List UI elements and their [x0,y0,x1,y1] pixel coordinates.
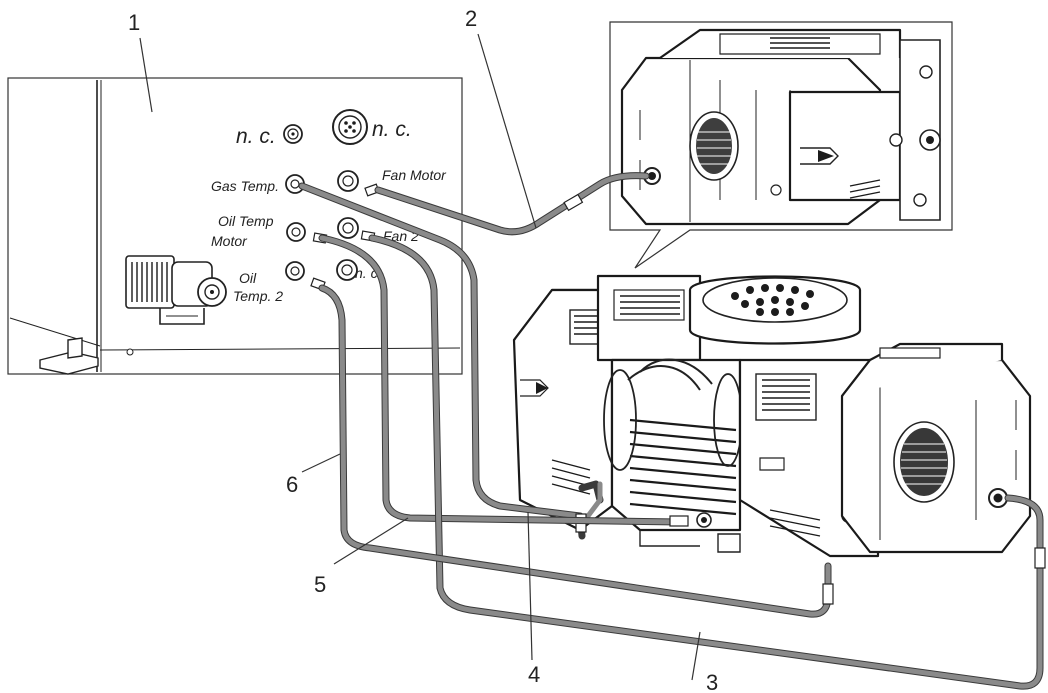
callout-3: 3 [706,670,718,693]
plug-icon [563,193,584,212]
label-nc-top-left: n. c. [236,125,276,148]
cables [298,172,1046,690]
motor-icon [125,255,227,325]
socket-nc-top-left [283,124,303,144]
socket-gas-temp [285,174,305,194]
callout-6: 6 [286,472,298,497]
label-oil-temp-2-line1: Oil [239,270,257,286]
callout-1: 1 [128,10,140,35]
label-gas-temp: Gas Temp. [211,178,279,194]
label-oil-temp-motor-line2: Motor [211,233,248,249]
label-oil-temp-motor-line1: Oil Temp [218,213,274,229]
callout-leaders [139,33,701,681]
callout-5: 5 [314,572,326,597]
detail-inset [609,21,953,269]
label-oil-temp-2-line2: Temp. 2 [233,288,283,304]
socket-nc-top-right [332,109,368,145]
cabinet-foot [39,337,99,375]
label-fan-motor: Fan Motor [382,167,447,183]
pump-machine [512,274,1032,558]
socket-nc-bottom [336,259,358,281]
control-panel: n. c. n. c. Gas Temp. Fan Motor Oil Temp… [7,77,463,375]
callout-2: 2 [465,6,477,31]
callout-4: 4 [528,662,540,687]
socket-fan-motor [337,170,380,197]
label-nc-top-right: n. c. [372,118,412,141]
